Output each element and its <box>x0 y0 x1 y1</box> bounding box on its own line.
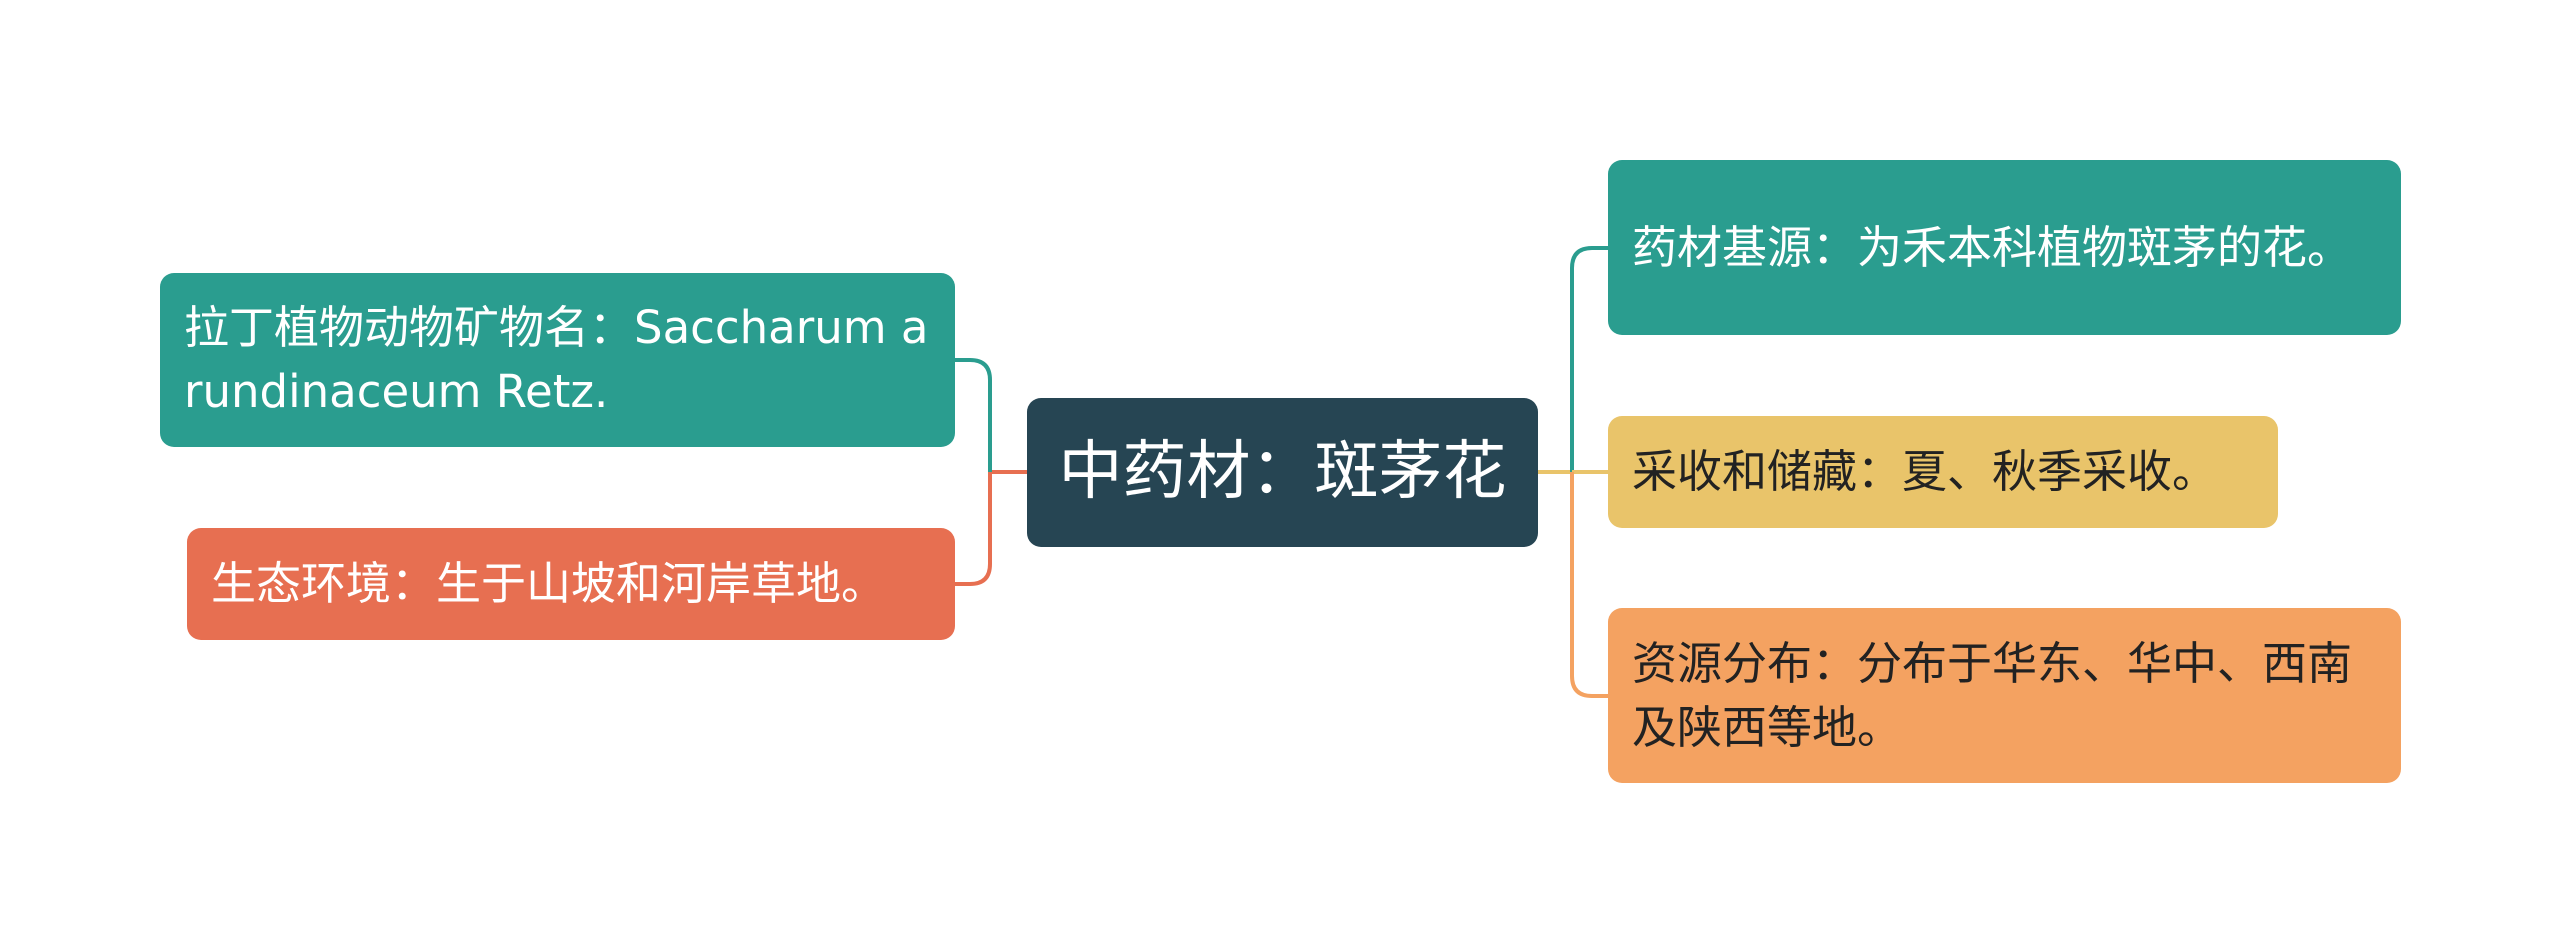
topic-habitat-label: 生态环境：生于山坡和河岸草地。 <box>211 557 887 611</box>
connector-right-source <box>1570 246 1608 472</box>
topic-source[interactable]: 药材基源：为禾本科植物斑茅的花。 <box>1608 160 2401 335</box>
central-topic[interactable]: 中药材：斑茅花 <box>1027 398 1538 547</box>
topic-habitat[interactable]: 生态环境：生于山坡和河岸草地。 <box>187 528 955 640</box>
topic-latin-name[interactable]: 拉丁植物动物矿物名：Saccharum arundinaceum Retz. <box>160 273 955 447</box>
topic-distribution[interactable]: 资源分布：分布于华东、华中、西南及陕西等地。 <box>1608 608 2401 783</box>
topic-harvest[interactable]: 采收和储藏：夏、秋季采收。 <box>1608 416 2278 528</box>
connector-left-latin <box>955 358 992 472</box>
connector-left-habitat <box>955 472 992 586</box>
connector-right-distribution <box>1570 472 1608 698</box>
central-topic-label: 中药材：斑茅花 <box>1058 435 1507 510</box>
topic-source-label: 药材基源：为禾本科植物斑茅的花。 <box>1632 220 2353 274</box>
topic-distribution-label: 资源分布：分布于华东、华中、西南及陕西等地。 <box>1632 636 2353 754</box>
topic-harvest-label: 采收和储藏：夏、秋季采收。 <box>1632 445 2218 499</box>
topic-latin-name-label: 拉丁植物动物矿物名：Saccharum arundinaceum Retz. <box>184 301 929 418</box>
